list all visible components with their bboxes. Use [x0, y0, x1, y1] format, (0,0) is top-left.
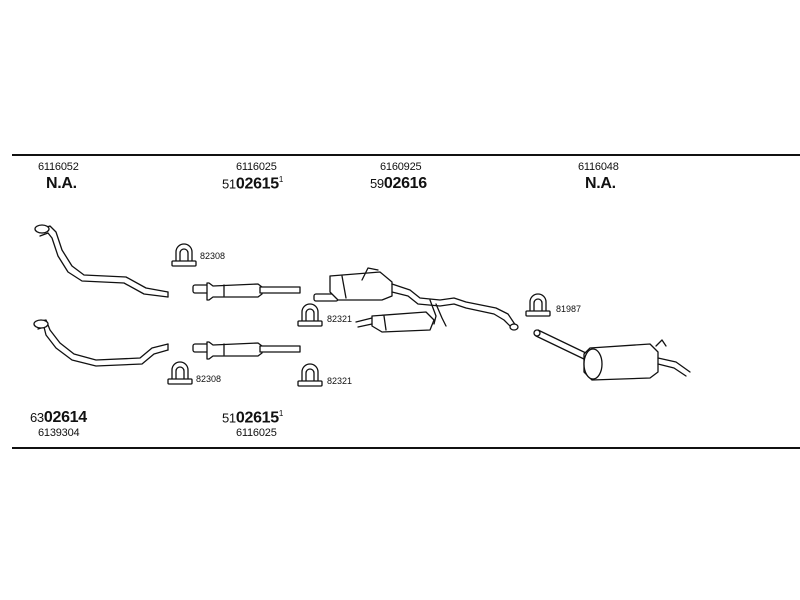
top-part-3-prefix: 59 [370, 176, 384, 191]
clamp-upper-left-label: 82308 [200, 251, 226, 261]
clamp-lower-left-label: 82308 [196, 374, 222, 384]
bottom-part-2-code: 51026151 [222, 410, 283, 426]
top-part-4-number: 6116048 [578, 161, 619, 173]
bottom-part-2-prefix: 51 [222, 410, 236, 426]
top-part-1-code: N.A. [46, 176, 77, 192]
top-part-3-code: 5902616 [370, 176, 427, 192]
clamp-upper-left-icon [171, 243, 197, 267]
top-part-2-number: 6116025 [236, 161, 277, 173]
front-pipe-lower [33, 319, 169, 367]
bottom-part-2-number: 6116025 [236, 427, 277, 439]
top-part-1-code-text: N.A. [46, 175, 77, 192]
top-part-2-code: 51026151 [222, 176, 283, 192]
mid-muffler-upper [192, 282, 301, 301]
clamp-middle-upper-icon [297, 303, 323, 327]
bottom-rule [12, 447, 800, 449]
top-part-4-code-text: N.A. [585, 175, 616, 192]
front-pipe-upper [34, 224, 169, 298]
top-part-2-code-text: 02615 [235, 175, 279, 193]
mid-muffler-lower [192, 341, 301, 360]
bottom-part-1-code-text: 02614 [43, 409, 87, 426]
clamp-middle-lower-label: 82321 [327, 376, 353, 386]
clamp-middle-upper-label: 82321 [327, 314, 353, 324]
clamp-middle-lower-icon [297, 363, 323, 387]
top-part-3-code-text: 02616 [383, 175, 427, 192]
bottom-part-2-sup: 1 [278, 409, 284, 418]
top-part-3-number: 6160925 [380, 161, 422, 173]
bottom-part-1-code: 6302614 [30, 410, 87, 426]
clamp-lower-left-icon [167, 361, 193, 385]
rear-muffler [533, 329, 691, 381]
clamp-right-label: 81987 [556, 304, 582, 314]
top-part-2-sup: 1 [278, 175, 284, 184]
top-rule [12, 154, 800, 156]
bottom-part-1-prefix: 63 [30, 410, 44, 425]
clamp-right-icon [525, 293, 551, 317]
top-part-2-prefix: 51 [222, 176, 236, 192]
top-part-1-number: 6116052 [38, 161, 79, 173]
bottom-part-2-code-text: 02615 [235, 409, 279, 427]
bottom-part-1-number: 6139304 [38, 427, 80, 439]
top-part-4-code: N.A. [585, 176, 616, 192]
center-muffler-assembly [313, 267, 519, 333]
